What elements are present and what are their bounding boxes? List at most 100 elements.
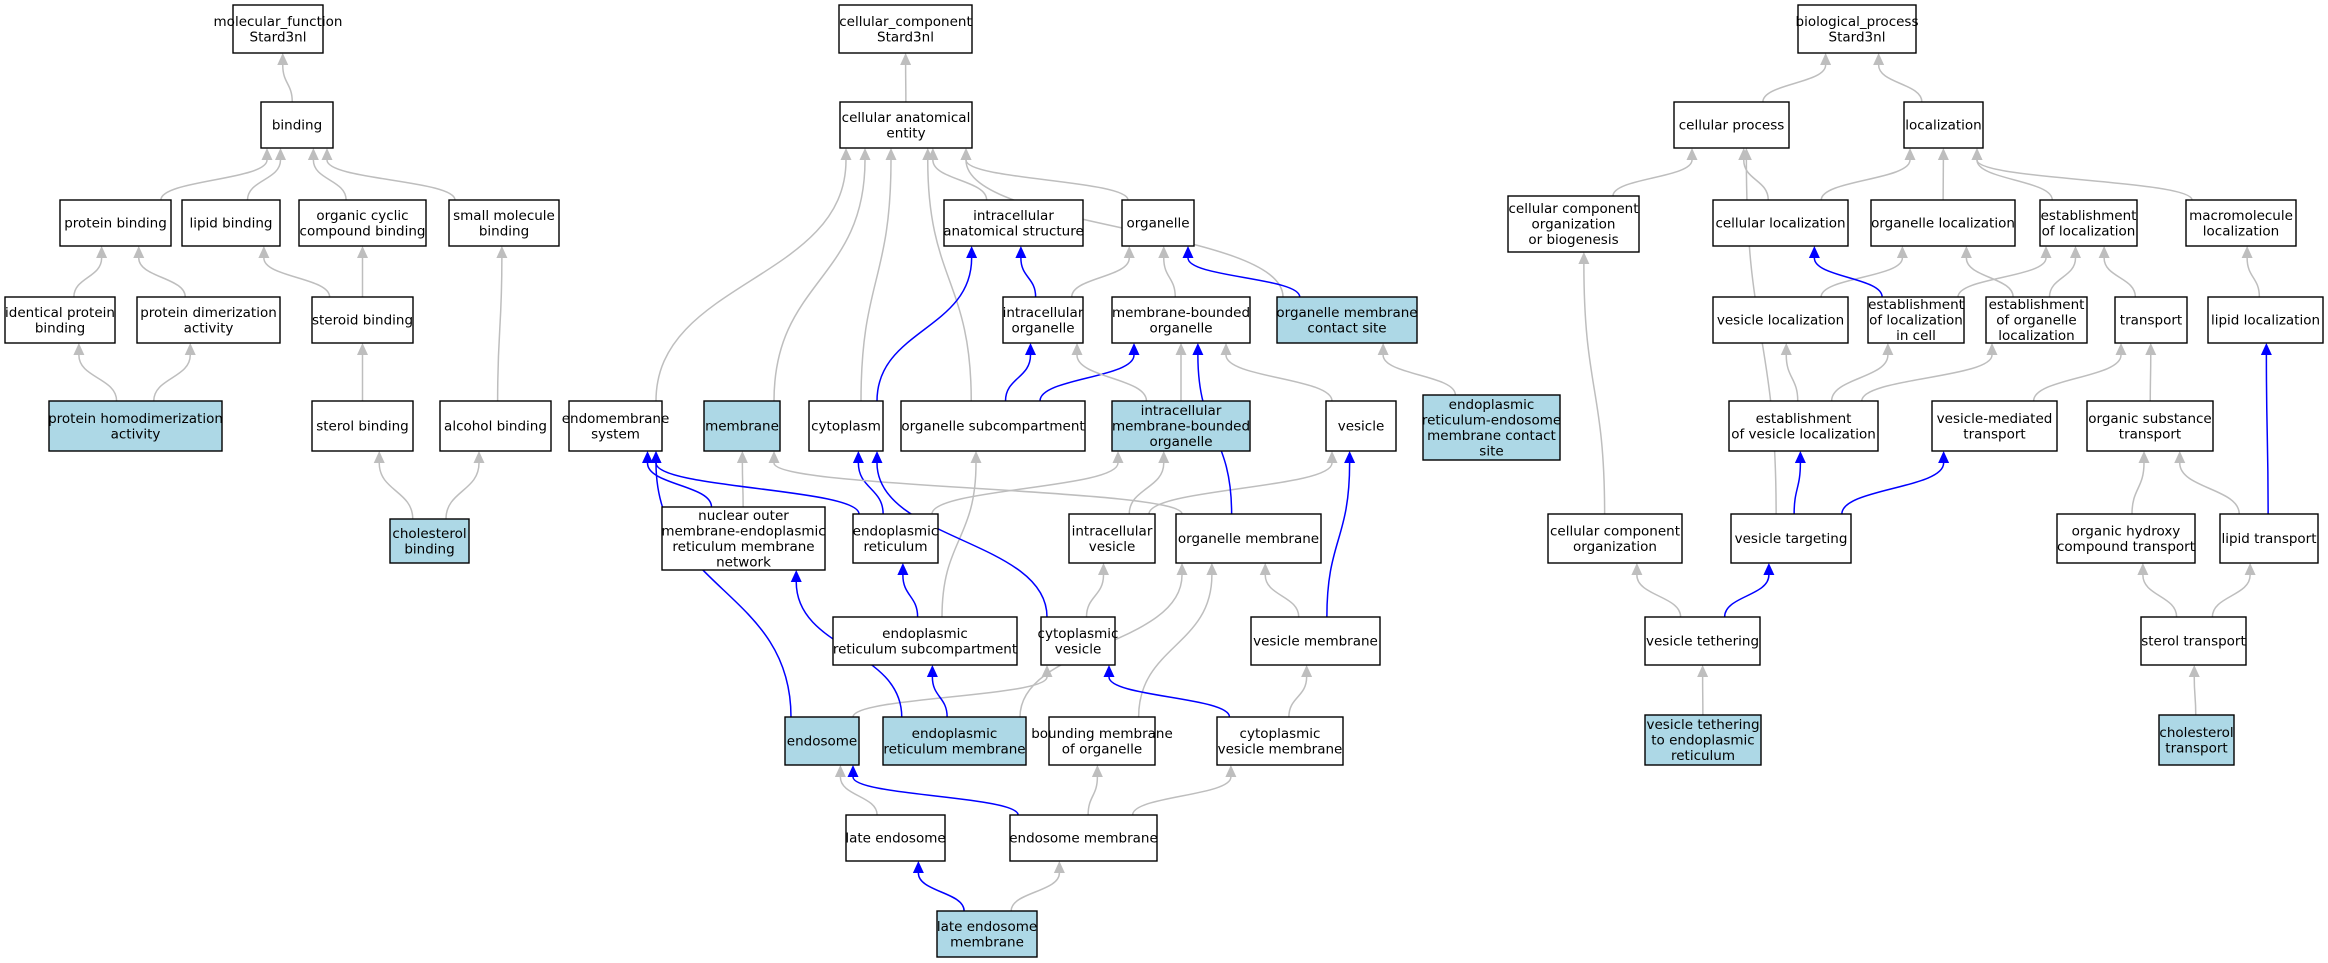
edge-ccob-to-cellular_process <box>1612 148 1698 197</box>
edge-line <box>153 354 191 402</box>
edge-line <box>931 462 1119 515</box>
edge-line <box>1813 257 1883 298</box>
node-vesicle-membrane[interactable]: vesicle membrane <box>1250 616 1381 666</box>
node-vesicle-localization[interactable]: vesicle localization <box>1712 296 1849 344</box>
node-label: organelle <box>1149 434 1212 450</box>
node-late-endosome[interactable]: late endosome <box>845 814 946 862</box>
node-alcohol-binding[interactable]: alcohol binding <box>439 400 552 452</box>
node-cytoplasm[interactable]: cytoplasm <box>808 400 884 452</box>
node-vesicle[interactable]: vesicle <box>1325 400 1397 452</box>
node-organelle-subcomp[interactable]: organelle subcompartment <box>900 400 1086 452</box>
node-label: membrane <box>705 419 779 435</box>
node-label: cholesterol <box>2159 725 2233 741</box>
edge-line <box>1976 159 2053 201</box>
node-endosome-membrane[interactable]: endosome membrane <box>1009 814 1158 862</box>
node-lipid-localization[interactable]: lipid localization <box>2207 296 2324 344</box>
node-vesicle-tethering[interactable]: vesicle tethering <box>1644 616 1761 666</box>
arrowhead-icon <box>2260 343 2272 355</box>
node-organelle-localization[interactable]: organelle localization <box>1870 199 2016 247</box>
edge-layer <box>73 53 2272 912</box>
node-label: establishment <box>2041 208 2137 224</box>
node-organelle-membrane[interactable]: organelle membrane <box>1175 513 1322 564</box>
node-membrane[interactable]: membrane <box>703 400 781 452</box>
node-label: localization <box>2203 223 2279 239</box>
edge-line <box>852 776 1019 816</box>
edge-line <box>246 159 282 201</box>
node-box <box>439 400 552 452</box>
node-cellular-process[interactable]: cellular process <box>1673 101 1790 149</box>
edge-line <box>2265 354 2269 515</box>
arrowhead-icon <box>1259 563 1271 575</box>
arrowhead-icon <box>2115 343 2127 355</box>
arrowhead-icon <box>1697 665 1709 677</box>
arrowhead-icon <box>1025 343 1036 355</box>
node-binding[interactable]: binding <box>260 101 334 149</box>
node-label: endoplasmic <box>912 726 998 742</box>
node-lipid-transport[interactable]: lipid transport <box>2219 513 2319 564</box>
node-localization[interactable]: localization <box>1903 101 1984 149</box>
node-steroid-binding[interactable]: steroid binding <box>311 296 414 344</box>
arrowhead-icon <box>1015 246 1027 258</box>
node-sterol-transport[interactable]: sterol transport <box>2140 616 2247 666</box>
node-transport[interactable]: transport <box>2114 296 2188 344</box>
node-box <box>232 4 324 54</box>
node-label: cellular localization <box>1715 216 1845 232</box>
node-label: vesicle targeting <box>1735 531 1848 547</box>
node-box <box>181 199 281 247</box>
node-box <box>136 296 281 344</box>
node-vesicle-targeting[interactable]: vesicle targeting <box>1730 513 1852 564</box>
edge-line <box>931 676 948 718</box>
node-endosome[interactable]: endosome <box>784 716 860 766</box>
node-sterol-binding[interactable]: sterol binding <box>311 400 414 452</box>
arrowhead-icon <box>357 246 368 258</box>
node-cellular-localization[interactable]: cellular localization <box>1712 199 1849 247</box>
node-box <box>1216 716 1344 766</box>
edge-lipid_binding-to-binding <box>246 148 286 201</box>
node-protein-binding[interactable]: protein binding <box>59 199 172 247</box>
node-lipid-binding[interactable]: lipid binding <box>181 199 281 247</box>
edge-organelle_subcomp-to-cae <box>922 148 972 402</box>
edge-line <box>138 257 186 298</box>
edge-line <box>73 257 103 298</box>
node-organelle[interactable]: organelle <box>1121 199 1195 247</box>
node-nuclear-outer[interactable]: nuclear outermembrane-endoplasmicreticul… <box>661 506 826 571</box>
edge-transport-to-establishment_localization <box>2098 246 2137 298</box>
